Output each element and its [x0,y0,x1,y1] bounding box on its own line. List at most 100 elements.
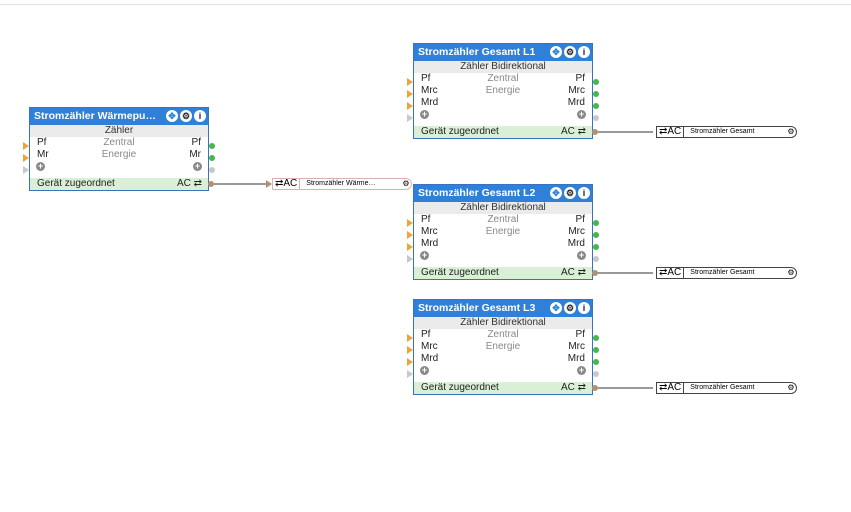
reference-stromzaehler-waermepumpe[interactable]: ⇄AC Stromzähler Wärme… ⚙ [272,178,412,190]
output-pin-ac[interactable] [208,181,214,187]
plus-icon[interactable]: + [577,365,586,375]
gear-icon[interactable]: ⚙ [787,268,795,277]
ref-name: Stromzähler Gesamt [690,269,755,276]
output-pin[interactable] [593,347,599,353]
input-pin[interactable] [407,346,413,354]
output-pin[interactable] [593,359,599,365]
input-label-mr: Mr [37,149,49,160]
center-label: Energie [485,85,521,96]
move-icon[interactable]: ✥ [550,302,562,314]
output-pin[interactable] [593,256,599,262]
footer-status: Gerät zugeordnet [37,178,115,189]
input-pin-ac[interactable] [266,180,272,188]
gear-icon[interactable]: ⚙ [180,110,192,122]
info-icon[interactable]: i [578,187,590,199]
output-pin[interactable] [593,371,599,377]
input-label-mrc: Mrc [421,85,438,96]
input-pin[interactable] [23,166,29,174]
output-pin-ac[interactable] [592,270,598,276]
move-icon[interactable]: ✥ [166,110,178,122]
block-header[interactable]: Stromzähler Gesamt L3 ✥ ⚙ i [414,300,592,317]
output-pin-ac[interactable] [592,385,598,391]
input-pin[interactable] [23,154,29,162]
center-label: Zentral [103,137,135,148]
block-stromzaehler-gesamt-l1[interactable]: Stromzähler Gesamt L1 ✥ ⚙ i Zähler Bidir… [413,43,593,139]
output-label-mrd: Mrd [567,97,585,108]
block-footer: Gerät zugeordnet AC ⇄ [30,178,208,190]
center-label: Zentral [487,329,519,340]
output-pin[interactable] [593,335,599,341]
gear-icon[interactable]: ⚙ [564,46,576,58]
block-header[interactable]: Stromzähler Gesamt L2 ✥ ⚙ i [414,185,592,202]
input-pin[interactable] [407,358,413,366]
output-pin[interactable] [593,232,599,238]
output-label-mrc: Mrc [568,85,585,96]
gear-icon[interactable]: ⚙ [564,187,576,199]
move-icon[interactable]: ✥ [550,187,562,199]
output-label-pf: Pf [575,329,585,340]
output-pin[interactable] [593,244,599,250]
output-pin[interactable] [209,167,215,173]
reference-stromzaehler-gesamt-l1[interactable]: ⇄AC Stromzähler Gesamt ⚙ [656,126,797,138]
center-label: Zentral [487,73,519,84]
block-subtitle: Zähler Bidirektional [414,61,592,73]
input-label-mrc: Mrc [421,341,438,352]
center-label: Energie [101,149,137,160]
ref-ac-tag: ⇄AC [657,383,685,393]
block-footer: Gerät zugeordnet AC ⇄ [414,382,592,394]
output-pin[interactable] [593,91,599,97]
plus-icon[interactable]: + [420,109,429,119]
output-pin[interactable] [209,155,215,161]
output-label-mr: Mr [189,149,201,160]
output-pin[interactable] [593,103,599,109]
ref-name: Stromzähler Wärme… [306,180,376,187]
plus-icon[interactable]: + [193,161,202,171]
gear-icon[interactable]: ⚙ [787,383,795,392]
gear-icon[interactable]: ⚙ [787,127,795,136]
output-pin[interactable] [593,79,599,85]
input-pin[interactable] [407,231,413,239]
input-pin[interactable] [407,255,413,263]
plus-icon[interactable]: + [577,109,586,119]
output-pin-ac[interactable] [592,129,598,135]
footer-status: Gerät zugeordnet [421,126,499,137]
block-footer: Gerät zugeordnet AC ⇄ [414,126,592,138]
info-icon[interactable]: i [194,110,206,122]
block-header[interactable]: Stromzähler Gesamt L1 ✥ ⚙ i [414,44,592,61]
move-icon[interactable]: ✥ [550,46,562,58]
info-icon[interactable]: i [578,46,590,58]
center-label: Energie [485,341,521,352]
input-pin[interactable] [407,334,413,342]
plus-icon[interactable]: + [577,250,586,260]
input-pin[interactable] [407,370,413,378]
footer-ac: AC ⇄ [560,267,586,278]
plus-icon[interactable]: + [36,161,45,171]
output-pin[interactable] [593,115,599,121]
reference-stromzaehler-gesamt-l3[interactable]: ⇄AC Stromzähler Gesamt ⚙ [656,382,797,394]
plus-icon[interactable]: + [420,250,429,260]
plus-icon[interactable]: + [420,365,429,375]
input-pin[interactable] [407,243,413,251]
output-label-mrd: Mrd [567,238,585,249]
input-label-pf: Pf [421,329,431,340]
input-pin[interactable] [407,90,413,98]
block-stromzaehler-gesamt-l3[interactable]: Stromzähler Gesamt L3 ✥ ⚙ i Zähler Bidir… [413,299,593,395]
output-pin[interactable] [209,143,215,149]
input-pin[interactable] [407,219,413,227]
block-stromzaehler-gesamt-l2[interactable]: Stromzähler Gesamt L2 ✥ ⚙ i Zähler Bidir… [413,184,593,280]
input-pin[interactable] [407,78,413,86]
reference-stromzaehler-gesamt-l2[interactable]: ⇄AC Stromzähler Gesamt ⚙ [656,267,797,279]
center-label: Zentral [487,214,519,225]
input-label-pf: Pf [37,137,47,148]
block-header[interactable]: Stromzähler Wärmepu… ✥ ⚙ i [30,108,208,125]
output-label-mrc: Mrc [568,341,585,352]
gear-icon[interactable]: ⚙ [564,302,576,314]
top-divider [0,4,851,5]
info-icon[interactable]: i [578,302,590,314]
output-pin[interactable] [593,220,599,226]
input-pin[interactable] [23,142,29,150]
input-pin[interactable] [407,102,413,110]
gear-icon[interactable]: ⚙ [402,179,410,188]
input-pin[interactable] [407,114,413,122]
